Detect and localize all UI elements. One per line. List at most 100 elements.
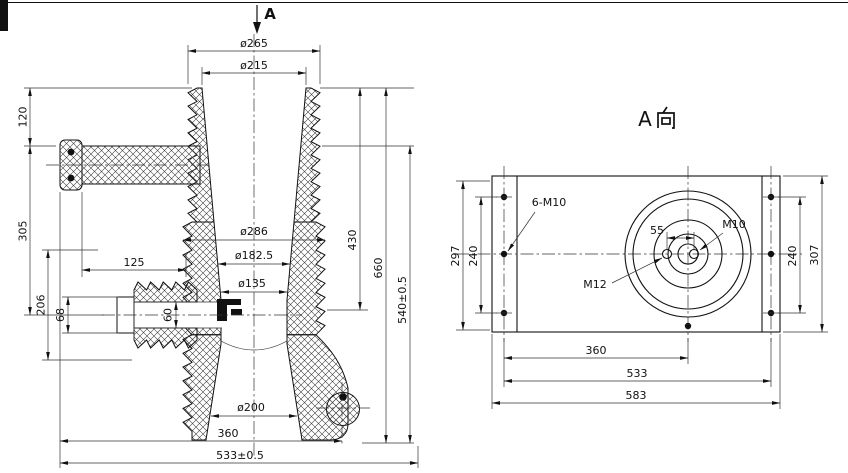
mid-shed-wall-right [286,221,326,336]
leader-line [611,257,663,284]
callout-6-m10: 6-M10 [507,196,566,252]
boss-circle-2 [632,198,744,310]
section-view: A [17,5,419,468]
view-a-title: A [638,106,675,131]
view-title-latin: A [638,107,652,131]
boss-circle-3 [653,219,723,289]
arm-bolt-top [67,148,75,156]
dim-text: 125 [124,256,145,269]
dim-55: 55 [650,224,695,249]
dim-533-top-view: 533 [503,338,772,387]
dim-305: 305 [17,145,104,316]
section-dimensions: ø265 ø215 120 305 [17,37,419,468]
dim-text: ø182.5 [235,249,273,262]
top-shed-wall-right [293,87,321,223]
dim-297: 297 [449,180,490,331]
dim-360-top-view: 360 [503,338,689,387]
bottom-flange-section [326,392,360,426]
dim-text: 206 [35,295,48,316]
dim-text: 240 [786,246,799,267]
dim-text: 540±0.5 [396,276,409,324]
dim-text: ø265 [240,37,268,50]
top-view: A [449,106,828,409]
dim-583-top-view: 583 [491,334,781,409]
dim-68: 68 [54,296,119,334]
dim-text: 297 [449,246,462,267]
dim-533: 533±0.5 [59,446,419,468]
dim-text: 120 [17,107,30,128]
dim-60: 60 [162,301,178,329]
dim-text: 307 [808,245,821,266]
dim-text: 583 [626,389,647,402]
dim-text: 660 [372,258,385,279]
side-bushing-bottom-wall [133,327,198,349]
insulator-body [182,87,349,441]
dim-360: 360 [59,192,343,468]
bell-wall-left [182,334,222,441]
bolt-holes [496,193,779,317]
dim-text: 55 [650,224,664,237]
m10-hole [688,248,700,260]
dim-430: 430 [320,87,414,311]
cut-arrow-label: A [264,5,276,23]
sheet-corner-mark [0,0,8,31]
m12-hole [661,248,673,260]
insert-nut [231,309,242,315]
dim-540: 540±0.5 [322,145,414,444]
cut-arrowhead [253,22,261,34]
arm-bolt-bottom [67,174,75,182]
section-cut-arrow: A [253,5,276,34]
dim-240-left: 240 [467,196,497,314]
dim-206: 206 [35,249,132,361]
flange-ring-section [326,392,360,426]
dim-text: ø215 [240,59,268,72]
inner-dome-line [220,340,288,351]
dim-dia-135: ø135 [220,277,288,294]
dim-125: 125 [81,192,187,277]
callout-text: 6-M10 [532,196,566,209]
callout-text: M10 [722,218,746,231]
callout-m12: M12 [583,257,663,291]
insert-section [217,299,241,321]
flange-bolt-dot [339,393,347,401]
dim-660: 660 [362,87,414,444]
conductor-insert [217,299,242,321]
dim-text: 360 [218,427,239,440]
dim-307: 307 [783,175,828,333]
dim-dia-200: ø200 [210,401,298,418]
dim-text: 240 [467,246,480,267]
callout-m10: M10 [699,218,746,251]
callout-text: M12 [583,278,607,291]
bolt-hole-mr [767,250,775,258]
dim-text: 68 [54,308,67,322]
dim-dia-265: ø265 [187,37,321,84]
boss-circle-outer [624,190,752,318]
central-boss [624,190,752,330]
boss-circle-4 [667,233,709,275]
xiang-character-icon [657,106,675,129]
dim-text: 533 [627,367,648,380]
dim-dia-215: ø215 [201,59,307,85]
dim-text: ø200 [237,401,265,414]
dim-dia-182-5: ø182.5 [217,249,291,266]
dim-120: 120 [17,87,192,147]
bolt-hole-ml [500,250,508,258]
leader-line [507,211,536,252]
bottom-bolt-hole [684,322,692,330]
top-view-centerlines [456,166,802,342]
side-bushing-top-wall [133,281,198,303]
dim-text: ø286 [240,225,268,238]
dim-text: 305 [17,221,30,242]
dim-dia-286: ø286 [182,225,326,242]
section-centerlines [46,34,370,458]
dim-text: 60 [162,308,175,322]
hole-callouts: 6-M10 M10 M12 55 [507,196,746,291]
dim-text: 360 [586,344,607,357]
dim-text: 430 [346,230,359,251]
dim-240-right: 240 [778,196,806,314]
dim-text: 533±0.5 [216,449,264,462]
sheet-frame [0,0,848,31]
top-view-dimensions: 297 240 240 307 [449,175,828,409]
